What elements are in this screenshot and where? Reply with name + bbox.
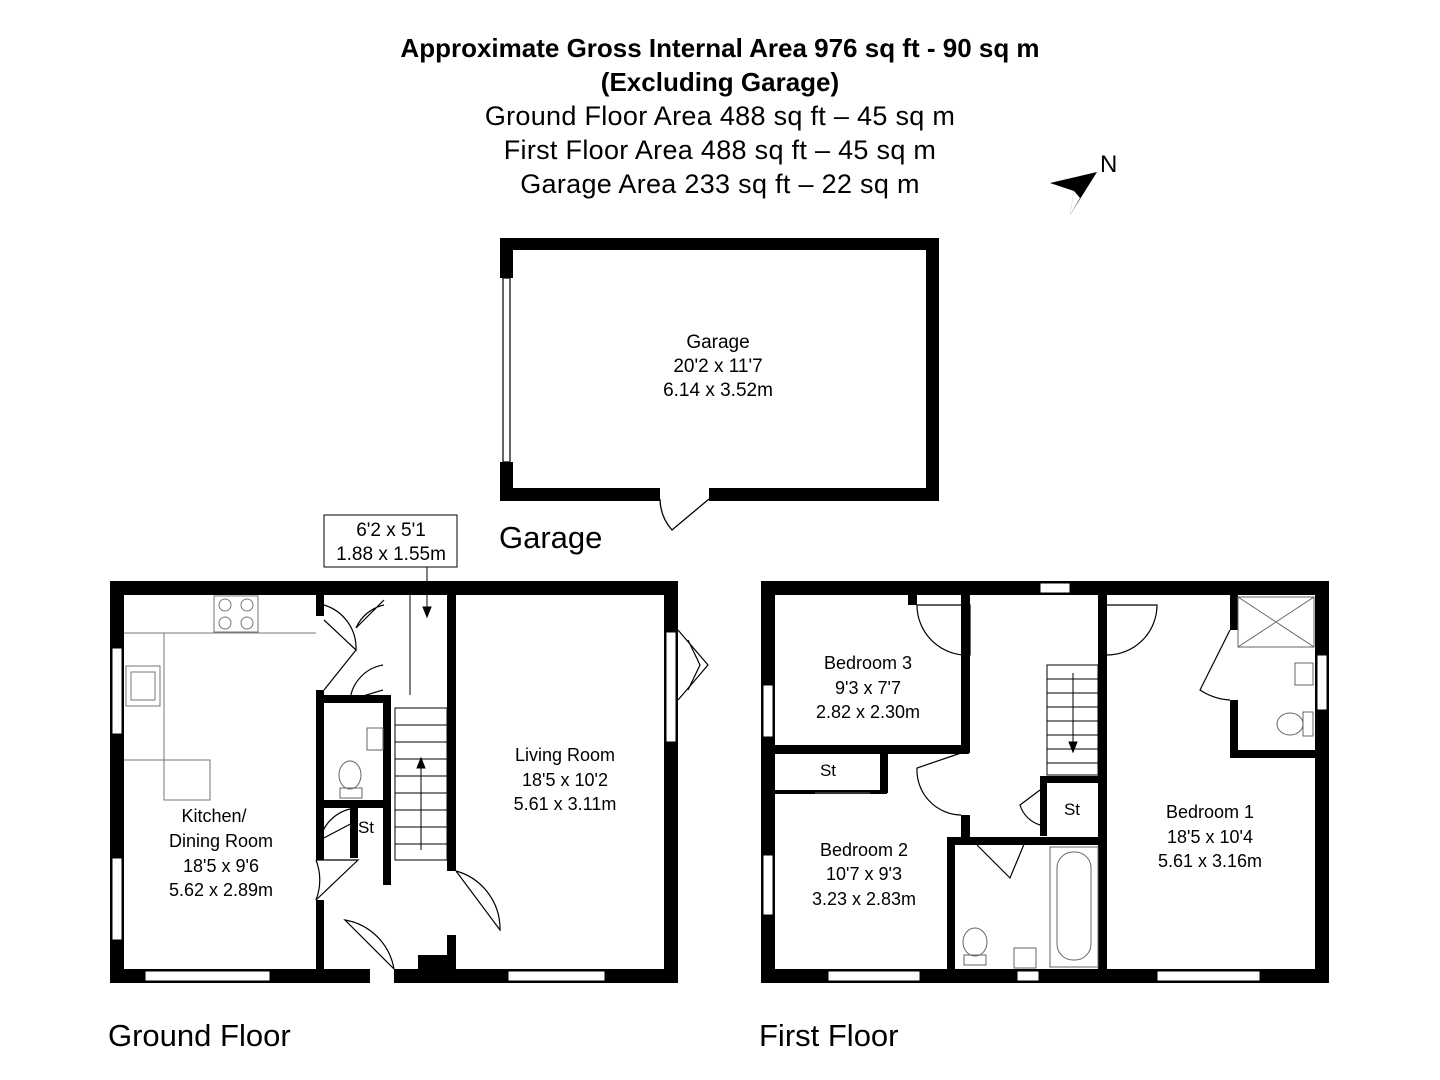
ground-floor-windows bbox=[111, 631, 677, 982]
bedroom2-metric: 3.23 x 2.83m bbox=[812, 889, 916, 909]
ground-floor-stairs bbox=[394, 565, 448, 861]
first-floor-windows bbox=[762, 582, 1328, 982]
ground-wc-fixtures bbox=[338, 727, 384, 799]
living-room-metric: 5.61 x 3.11m bbox=[514, 794, 617, 814]
first-floor-doors bbox=[916, 604, 1231, 880]
kitchen-name-line1: Kitchen/ bbox=[181, 806, 246, 826]
landing-storage-label: St bbox=[1064, 800, 1080, 819]
living-room-name: Living Room bbox=[515, 745, 615, 765]
title-excluding-garage: (Excluding Garage) bbox=[600, 67, 840, 97]
bedroom2-name: Bedroom 2 bbox=[820, 840, 908, 860]
ground-floor-doors bbox=[315, 599, 709, 970]
garage-floor-label: Garage bbox=[499, 520, 602, 555]
north-label: N bbox=[1100, 151, 1117, 178]
first-floor-stairs bbox=[1046, 664, 1099, 776]
ground-floor-label: Ground Floor bbox=[108, 1018, 291, 1053]
bedroom1-name: Bedroom 1 bbox=[1166, 802, 1254, 822]
garage-room-name: Garage bbox=[686, 332, 749, 353]
porch-dimension-box bbox=[323, 514, 458, 568]
ground-floor-area: Ground Floor Area 488 sq ft – 45 sq m bbox=[484, 101, 956, 131]
title-gross-area: Approximate Gross Internal Area 976 sq f… bbox=[400, 33, 1040, 63]
bedroom2-storage-label: St bbox=[820, 761, 836, 780]
bathroom-fixtures bbox=[815, 596, 1315, 969]
kitchen-name-line2: Dining Room bbox=[169, 831, 273, 851]
living-room-imperial: 18'5 x 10'2 bbox=[522, 770, 608, 790]
bedroom3-metric: 2.82 x 2.30m bbox=[816, 702, 920, 722]
bedroom3-name: Bedroom 3 bbox=[824, 653, 912, 673]
kitchen-imperial: 18'5 x 9'6 bbox=[183, 856, 259, 876]
first-floor-area: First Floor Area 488 sq ft – 45 sq m bbox=[503, 135, 937, 165]
garage-area: Garage Area 233 sq ft – 22 sq m bbox=[520, 169, 920, 199]
first-floor-label: First Floor bbox=[759, 1018, 899, 1053]
bedroom1-metric: 5.61 x 3.16m bbox=[1158, 851, 1262, 871]
porch-metric: 1.88 x 1.55m bbox=[336, 544, 446, 565]
kitchen-metric: 5.62 x 2.89m bbox=[169, 880, 273, 900]
bedroom3-imperial: 9'3 x 7'7 bbox=[835, 678, 901, 698]
garage-building bbox=[500, 238, 939, 531]
bedroom2-imperial: 10'7 x 9'3 bbox=[826, 864, 902, 884]
porch-imperial: 6'2 x 5'1 bbox=[356, 520, 426, 541]
north-arrow-icon: N bbox=[1050, 151, 1117, 215]
garage-room-imperial: 20'2 x 11'7 bbox=[673, 356, 762, 377]
ground-storage-label: St bbox=[358, 818, 374, 837]
first-floor-walls bbox=[761, 581, 1329, 983]
kitchen-fixtures bbox=[124, 595, 316, 801]
bedroom1-imperial: 18'5 x 10'4 bbox=[1167, 827, 1253, 847]
garage-room-metric: 6.14 x 3.52m bbox=[663, 380, 773, 401]
